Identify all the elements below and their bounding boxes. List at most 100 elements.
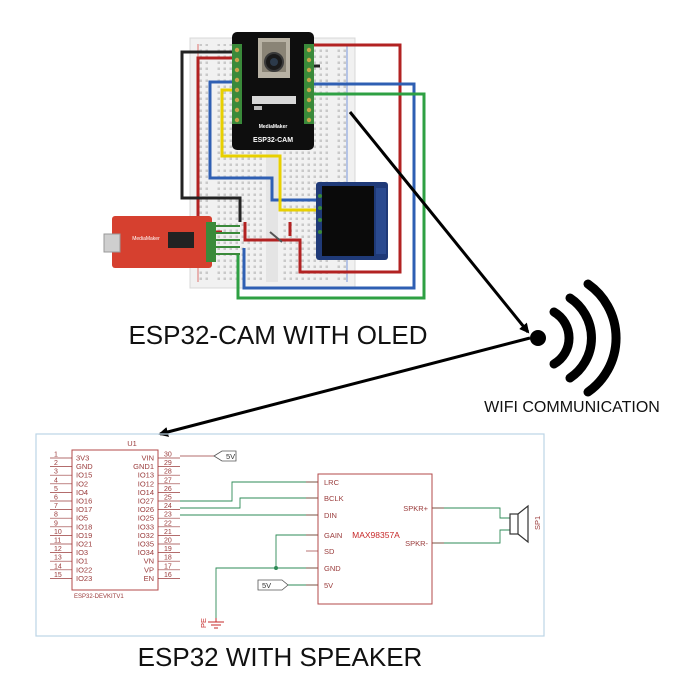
arrow-cam-to-wifi [348, 111, 530, 334]
pin-name: IO1 [76, 557, 88, 566]
pin-number: 11 [54, 538, 61, 545]
amp-pin-name: SD [324, 547, 335, 556]
amp-pin-name: SPKR+ [403, 504, 428, 513]
amp-pin-name: LRC [324, 478, 340, 487]
pin-number: 29 [164, 460, 172, 467]
pin-number: 15 [54, 572, 62, 579]
caption-esp32-speaker: ESP32 WITH SPEAKER [138, 642, 423, 672]
pin-name: IO27 [138, 497, 154, 506]
amp-5v-tag-label: 5V [262, 581, 271, 590]
pin-name: IO33 [138, 522, 154, 531]
pin-number: 23 [164, 512, 172, 519]
module-pin-left: 12 IO3 [50, 546, 88, 557]
amp-pin-name: SPKR- [405, 539, 428, 548]
pin-name: 3V3 [76, 454, 89, 463]
amp-pin-name: GND [324, 564, 341, 573]
cam-label: ESP32-CAM [253, 137, 293, 144]
ftdi-programmer: MediaMaker [103, 216, 240, 268]
module-pin-right: 23 IO25 [138, 512, 180, 523]
esp32-cam-board: MediaMaker ESP32-CAM [232, 32, 314, 150]
pin-name: IO25 [138, 514, 154, 523]
pin-number: 12 [54, 546, 62, 553]
amp-pin-name: DIN [324, 511, 337, 520]
pin-number: 21 [164, 529, 172, 536]
amp-pin-left: GND [306, 564, 341, 573]
module-pin-left: 4 IO2 [50, 477, 88, 488]
pin-name: IO18 [76, 522, 92, 531]
pin-number: 9 [54, 520, 58, 527]
ground-label: PE [199, 618, 208, 628]
pin-number: 20 [164, 538, 172, 545]
module-pin-right: 25 IO27 [138, 495, 180, 506]
vin-tag-label: 5V [226, 452, 235, 461]
pin-number: 4 [54, 477, 58, 484]
pin-number: 24 [164, 503, 172, 510]
cam-header-right [304, 44, 314, 124]
pin-number: 17 [164, 563, 172, 570]
module-right-pins: 30VIN29GND128IO1327IO1226IO1425IO2724IO2… [133, 452, 180, 583]
amp-pin-right: SPKR- [405, 539, 444, 548]
wire-blue-2 [242, 82, 416, 290]
ftdi-brand: MediaMaker [132, 236, 160, 242]
schematic-nets [180, 481, 510, 618]
module-pin-left: 9 IO18 [50, 520, 92, 531]
amp-pin-name: BCLK [324, 494, 344, 503]
pin-number: 1 [54, 452, 58, 459]
amp-pin-left: SD [306, 547, 335, 556]
vin-5v-tag: 5V [180, 450, 237, 462]
pin-number: 25 [164, 495, 172, 502]
pin-name: VIN [141, 454, 154, 463]
cam-header-left [232, 44, 242, 124]
pin-name: IO21 [76, 540, 92, 549]
jumper-gray [269, 231, 283, 243]
module-pin-left: 1 3V3 [50, 452, 89, 463]
pin-number: 6 [54, 495, 58, 502]
pin-number: 8 [54, 512, 58, 519]
amp-name: MAX98357A [352, 530, 400, 540]
pin-name: IO17 [76, 505, 92, 514]
pin-number: 28 [164, 469, 172, 476]
pin-name: GND [76, 462, 93, 471]
amp-pin-left: DIN [306, 511, 337, 520]
pin-name: IO3 [76, 548, 88, 557]
amp-5v-tag: 5V [257, 579, 289, 591]
pin-number: 2 [54, 460, 58, 467]
pin-name: IO2 [76, 479, 88, 488]
pin-number: 27 [164, 477, 172, 484]
oled-display [316, 182, 388, 260]
pin-name: IO15 [76, 471, 92, 480]
pin-name: IO19 [76, 531, 92, 540]
pin-name: IO22 [76, 565, 92, 574]
wifi-label: WIFI COMMUNICATION [484, 399, 660, 416]
module-name: ESP32-DEVKITV1 [74, 594, 124, 600]
module-pin-right: 30 VIN [141, 452, 180, 463]
wire-black [180, 50, 242, 222]
pin-number: 22 [164, 520, 172, 527]
wire-green [236, 92, 426, 300]
arrow-wifi-to-esp32 [158, 336, 531, 437]
module-ref: U1 [127, 439, 137, 448]
amp-pin-right: SPKR+ [403, 504, 444, 513]
pin-number: 7 [54, 503, 58, 510]
pin-number: 16 [164, 572, 172, 579]
pin-number: 30 [164, 452, 172, 459]
caption-esp32-cam: ESP32-CAM WITH OLED [128, 320, 427, 350]
amp-right-pins: SPKR+ SPKR- [403, 504, 444, 548]
